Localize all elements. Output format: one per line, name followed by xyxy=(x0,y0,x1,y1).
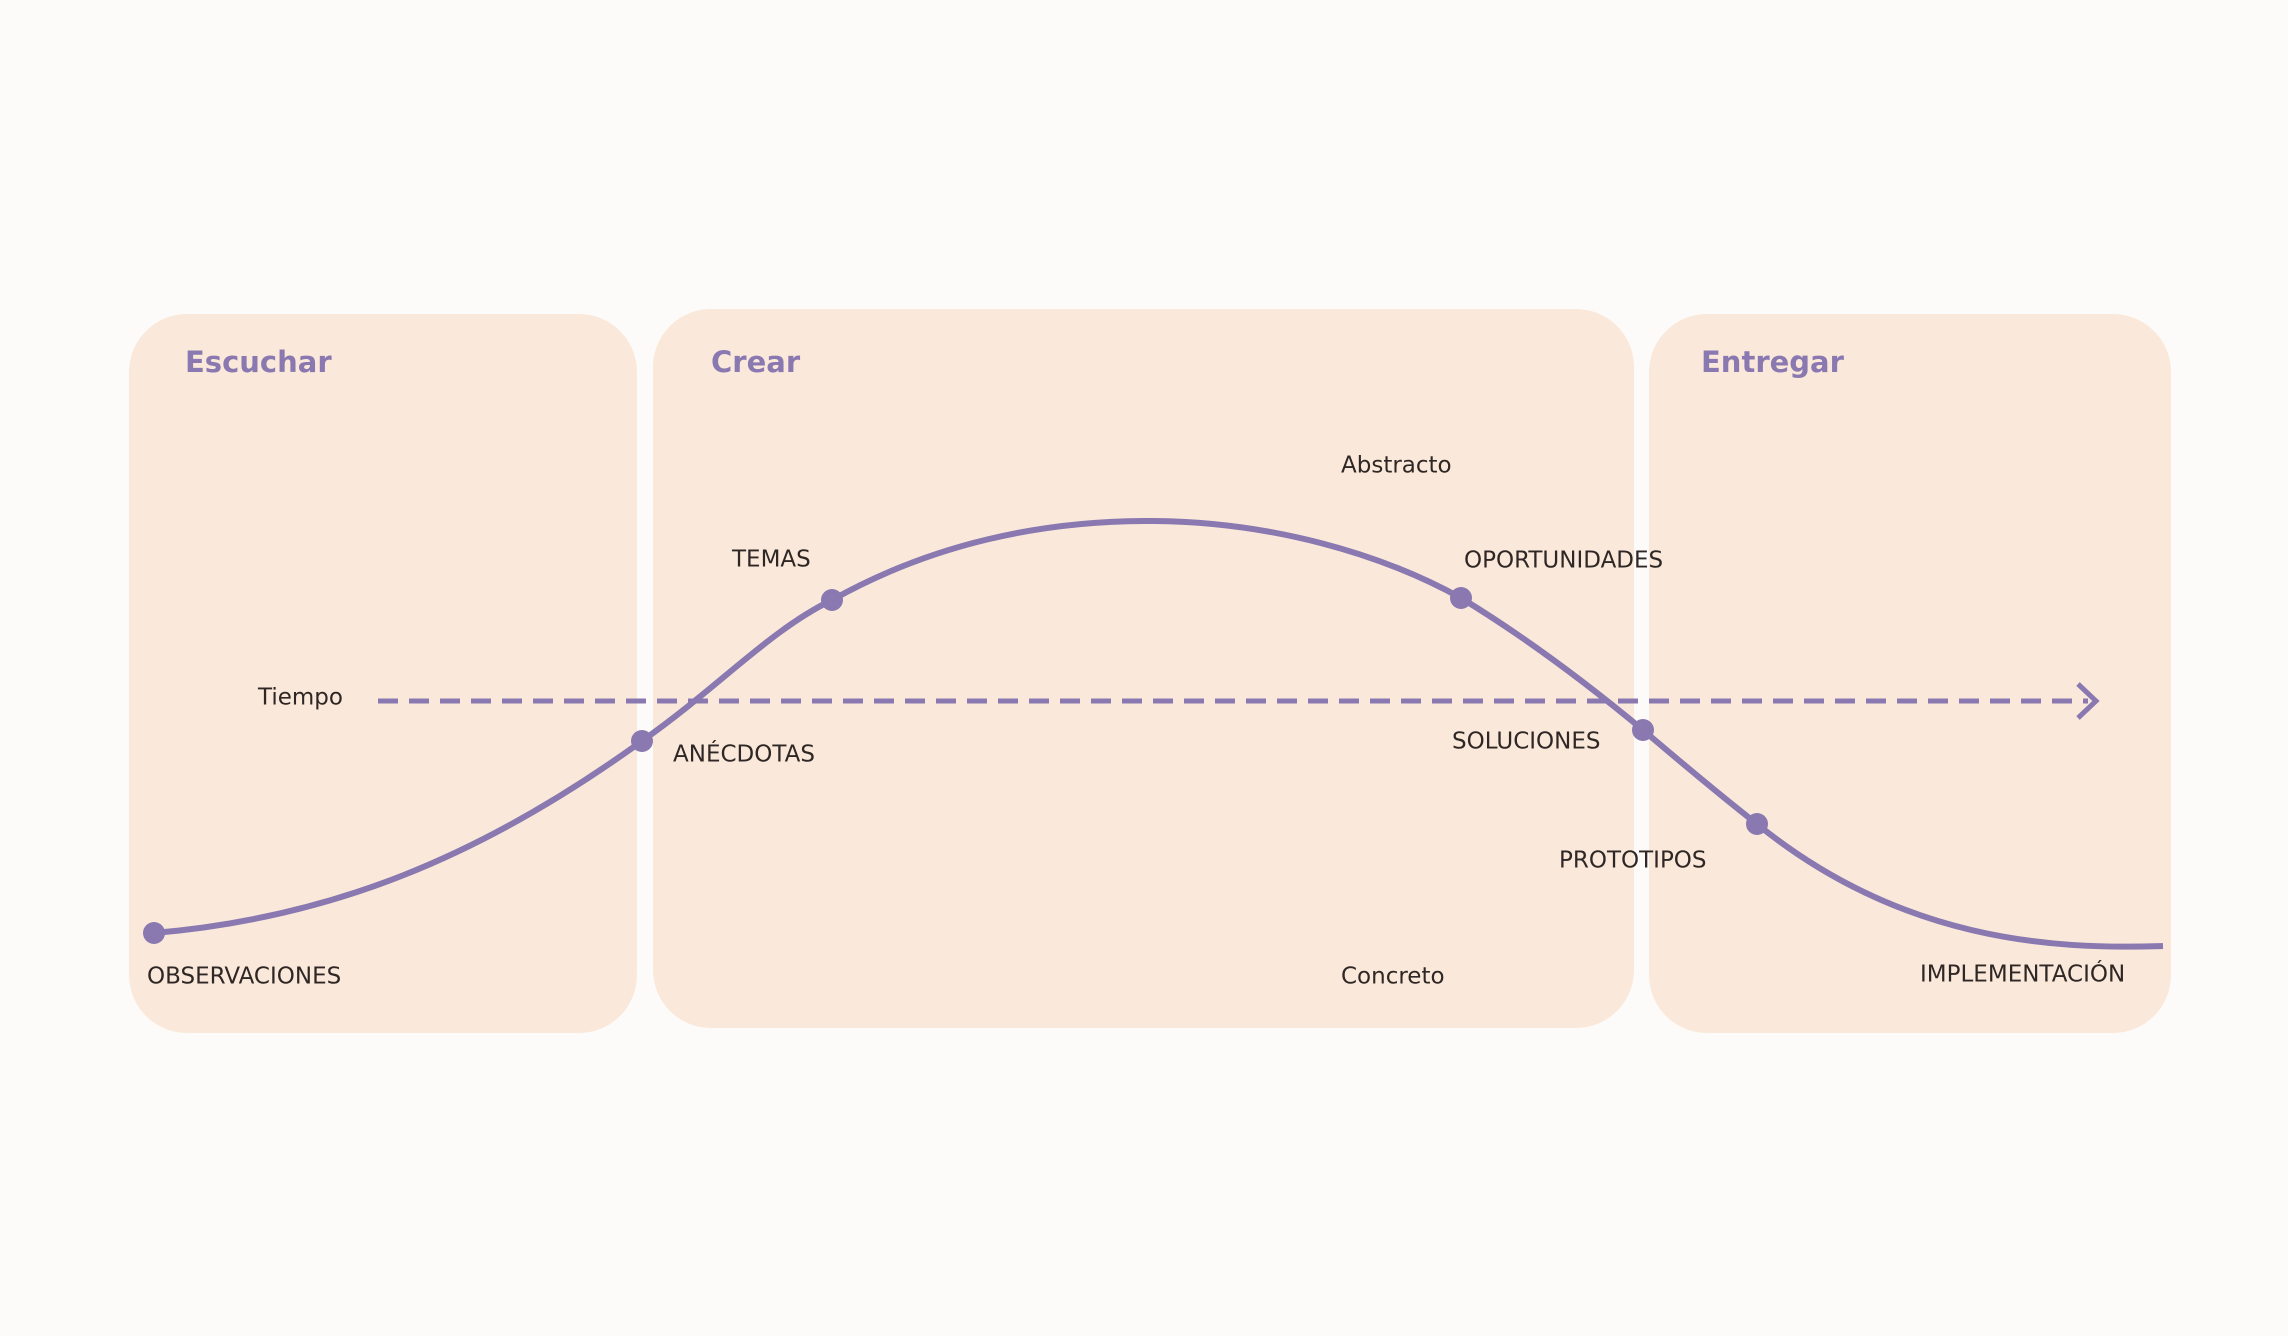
concrete-label: Concreto xyxy=(1341,964,1445,990)
stage-dot-soluciones xyxy=(1632,719,1654,741)
panel-crear xyxy=(653,309,1634,1028)
stage-dot-temas xyxy=(821,589,843,611)
stage-dot-observaciones xyxy=(143,922,165,944)
phase-title-entregar: Entregar xyxy=(1701,345,1845,379)
stage-label-temas: TEMAS xyxy=(731,547,811,573)
panel-escuchar xyxy=(129,314,637,1033)
stage-label-observaciones: OBSERVACIONES xyxy=(147,964,341,990)
stage-label-implementacion: IMPLEMENTACIÓN xyxy=(1920,960,2125,988)
stage-dot-anecdotas xyxy=(631,730,653,752)
stage-label-oportunidades: OPORTUNIDADES xyxy=(1464,548,1663,574)
stage-dot-oportunidades xyxy=(1450,587,1472,609)
phase-title-crear: Crear xyxy=(711,345,801,379)
arrow-right-icon xyxy=(2076,682,2100,720)
stage-label-soluciones: SOLUCIONES xyxy=(1452,729,1601,755)
abstract-label: Abstracto xyxy=(1341,453,1452,479)
panel-entregar xyxy=(1649,314,2171,1033)
time-label: Tiempo xyxy=(257,685,343,711)
stage-label-anecdotas: ANÉCDOTAS xyxy=(673,740,815,768)
stage-dot-prototipos xyxy=(1746,813,1768,835)
phase-title-escuchar: Escuchar xyxy=(185,345,332,379)
stage-label-prototipos: PROTOTIPOS xyxy=(1559,848,1707,874)
